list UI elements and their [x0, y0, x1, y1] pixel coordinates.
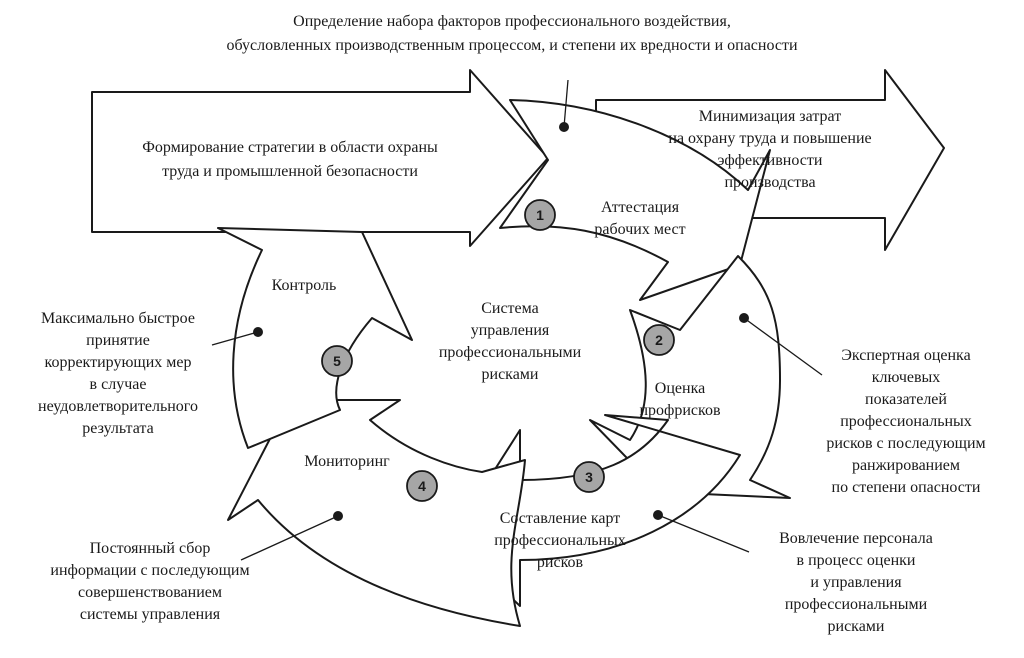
stage-2-line-1: Составление карт: [500, 510, 621, 527]
stage-1-line-2: профрисков: [639, 402, 721, 419]
note-expert-assessment: Экспертная оценка ключевых показателей проф…: [826, 347, 985, 496]
stage-3-badge: 3: [573, 461, 605, 493]
stage-3-number: 3: [585, 469, 593, 485]
strategy-arrow-text: Формирование стратегии в области охраны т…: [142, 139, 438, 180]
note-right-line-7: по степени опасности: [832, 479, 981, 496]
note-left-line-5: неудовлетворительного: [38, 398, 198, 415]
leader-left-note: [211, 327, 263, 346]
note-left-line-3: корректирующих мер: [44, 354, 191, 371]
note-bottom-right-line-4: профессиональными: [785, 596, 928, 613]
cycle-arrow-monitoring: [227, 399, 526, 627]
center-line-4: рисками: [482, 366, 539, 383]
stage-2-line-3: рисков: [537, 554, 584, 571]
note-left-line-1: Максимально быстрое: [41, 310, 195, 327]
stage-1-label: Аттестация рабочих мест: [594, 199, 685, 238]
leader-bottom-left-note: [240, 511, 343, 561]
stage-2-badge: 2: [643, 324, 675, 356]
note-left-line-6: результата: [82, 420, 153, 437]
note-bottom-left-line-2: информации с последующим: [50, 562, 249, 579]
stage-1-badge: 1: [524, 199, 556, 231]
note-bottom-left-line-1: Постоянный сбор: [90, 540, 211, 557]
minimization-line-4: производства: [724, 174, 815, 191]
stage-4-label: Мониторинг: [304, 453, 390, 470]
minimization-line-2: на охрану труда и повышение: [668, 130, 871, 147]
top-note-line-1: Определение набора факторов профессионал…: [293, 13, 731, 30]
center-line-1: Система: [481, 300, 539, 317]
note-left-line-4: в случае: [90, 376, 147, 393]
note-right-line-1: Экспертная оценка: [841, 347, 970, 364]
note-corrective-measures: Максимально быстрое принятие корректирующи…: [38, 310, 198, 437]
minimization-line-1: Минимизация затрат: [699, 108, 841, 125]
center-title-text: Система управления профессиональными рискам…: [439, 300, 582, 383]
minimization-line-3: эффективности: [718, 152, 823, 169]
stage-5-number: 5: [333, 353, 341, 369]
cycle-arrow-control: [217, 227, 413, 449]
leader-bottom-right-note: [653, 510, 750, 553]
note-bottom-right-line-1: Вовлечение персонала: [779, 530, 933, 547]
note-bottom-left-line-3: совершенствованием: [78, 584, 222, 601]
stage-2-label: Оценка профрисков: [639, 380, 721, 419]
note-right-line-6: ранжированием: [852, 457, 960, 474]
note-right-line-2: ключевых: [872, 369, 941, 386]
leader-right-note: [739, 313, 823, 376]
note-left-line-2: принятие: [86, 332, 150, 349]
stage-2-line-2: профессиональных: [494, 532, 626, 549]
note-right-line-4: профессиональных: [840, 413, 972, 430]
top-note-line-2: обусловленных производственным процессом…: [226, 37, 797, 54]
stage-4-line-1: Контроль: [272, 277, 337, 294]
leader-top-note: [559, 79, 569, 132]
stage-2-number: 2: [655, 332, 663, 348]
stage-1-number: 1: [536, 207, 544, 223]
strategy-line-1: Формирование стратегии в области охраны: [142, 139, 438, 156]
minimization-arrow-text: Минимизация затрат на охрану труда и повы…: [668, 108, 871, 191]
top-note-text: Определение набора факторов профессионал…: [226, 13, 797, 54]
stage-4-number: 4: [418, 478, 426, 494]
stage-0-line-1: Аттестация: [601, 199, 680, 216]
center-line-2: управления: [471, 322, 550, 339]
stage-0-line-2: рабочих мест: [594, 221, 685, 238]
note-bottom-right-line-5: рисками: [828, 618, 885, 635]
note-bottom-right-line-2: в процесс оценки: [797, 552, 916, 569]
strategy-line-2: труда и промышленной безопасности: [162, 163, 418, 180]
note-bottom-right-line-3: и управления: [810, 574, 902, 591]
note-continuous-collection: Постоянный сбор информации с последующим с…: [50, 540, 249, 623]
note-right-line-3: показателей: [865, 391, 947, 408]
note-right-line-5: рисков с последующим: [826, 435, 985, 452]
stage-3-label: Составление карт профессиональных рисков: [494, 510, 626, 571]
stage-5-badge: 5: [321, 345, 353, 377]
note-personnel-involvement: Вовлечение персонала в процесс оценки и уп…: [779, 530, 933, 635]
stage-1-line-1: Оценка: [655, 380, 705, 397]
stage-4-badge: 4: [406, 470, 438, 502]
stage-3-line-1: Мониторинг: [304, 453, 390, 470]
stage-5-label: Контроль: [272, 277, 337, 294]
note-bottom-left-line-4: системы управления: [80, 606, 221, 623]
center-line-3: профессиональными: [439, 344, 582, 361]
strategy-arrow: [91, 69, 549, 247]
